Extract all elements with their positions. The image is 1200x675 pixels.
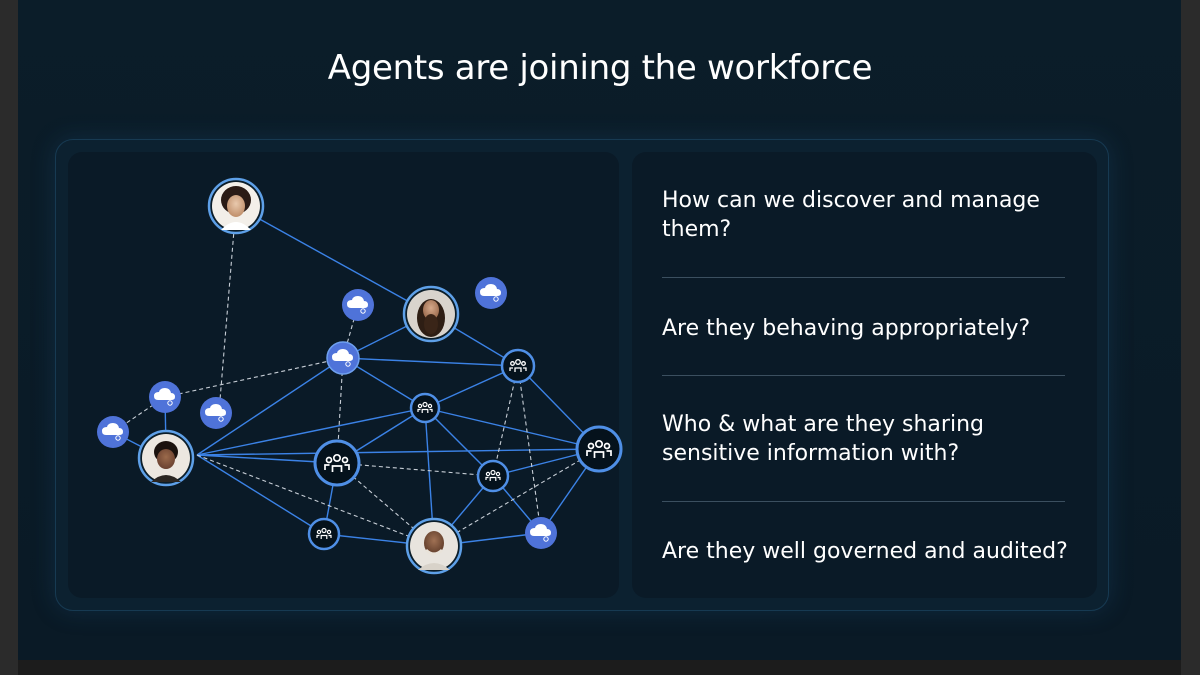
people-group-icon (485, 469, 501, 481)
group-node-4 (476, 459, 510, 493)
people-group-icon (509, 359, 527, 372)
person-node-4 (405, 517, 463, 575)
cloud-node-6 (97, 416, 129, 448)
cloud-agent-icon (205, 404, 226, 416)
group-node-2 (409, 392, 441, 424)
cloud-agent-icon (154, 388, 175, 400)
question-sharing: Who & what are they sharing sensitive in… (662, 412, 984, 466)
people-group-icon (324, 453, 350, 472)
divider (662, 375, 1065, 376)
cloud-agent-icon (332, 349, 353, 361)
person-node-2 (402, 285, 460, 343)
cloud-agent-nodes (97, 277, 557, 549)
group-node-1 (500, 348, 536, 384)
cloud-agent-icon (102, 423, 123, 435)
cloud-node-5 (200, 397, 232, 429)
divider (662, 277, 1065, 278)
cloud-agent-icon (480, 284, 501, 296)
group-node-6 (307, 517, 341, 551)
cloud-node-2 (475, 277, 507, 309)
slide-title: Agents are joining the workforce (327, 48, 873, 88)
cloud-node-1 (342, 289, 374, 321)
person-node-3 (137, 429, 195, 487)
cloud-node-3 (326, 341, 360, 375)
people-group-icon (316, 527, 332, 539)
cloud-agent-icon (530, 524, 551, 536)
group-agent-nodes (307, 348, 623, 551)
question-behaving: Are they behaving appropriately? (662, 316, 1031, 341)
slide-bottom-edge (18, 660, 1181, 675)
cloud-node-4 (149, 381, 181, 413)
divider (662, 501, 1065, 502)
cloud-node-7 (525, 517, 557, 549)
group-node-5 (575, 425, 623, 473)
person-node-1 (207, 177, 265, 235)
group-node-3 (313, 439, 361, 487)
people-group-icon (417, 401, 433, 413)
person-avatar-icon (424, 531, 444, 555)
cloud-agent-icon (347, 296, 368, 308)
people-group-icon (586, 439, 612, 458)
question-discover: How can we discover and manage them? (662, 188, 1040, 242)
question-governed: Are they well governed and audited? (662, 539, 1068, 564)
